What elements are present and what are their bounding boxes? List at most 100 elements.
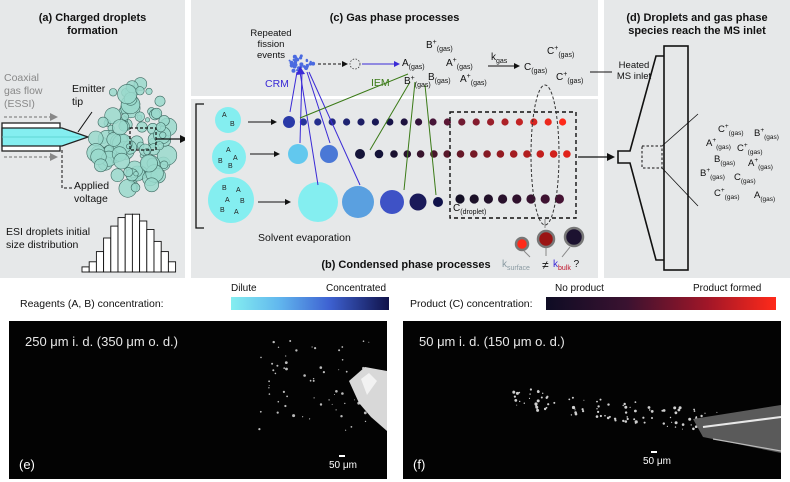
photo-f-spray-point	[553, 401, 556, 404]
row1-droplet	[386, 118, 394, 126]
panel-b-title-text: (b) Condensed phase processes	[321, 259, 491, 271]
fission-droplet	[309, 60, 312, 64]
photo-f-spray-point	[674, 421, 678, 425]
photo-f-spray-point	[671, 421, 673, 423]
photo-f-spray-point	[622, 404, 624, 407]
photo-e-spray-point	[283, 367, 286, 369]
reagents-legend-label: Reagents (A, B) concentration:	[20, 298, 164, 310]
photo-e-spray-point	[276, 411, 279, 414]
row1-droplet	[515, 118, 524, 126]
photo-e-spray-point	[276, 364, 279, 367]
photo-f-spray-point	[651, 417, 653, 419]
species-letter: B	[218, 158, 223, 165]
row2-droplet	[443, 150, 452, 158]
row3-droplet	[380, 190, 404, 214]
coaxial-line3: (ESSI)	[4, 98, 35, 110]
photo-e-spray-point	[338, 349, 341, 352]
photo-f-spray-point	[536, 390, 540, 393]
photo-f-spray-point	[574, 412, 578, 416]
photo-e-spray-point	[340, 415, 343, 418]
fission-droplet	[291, 68, 296, 73]
k-surface-sub: surface	[507, 265, 530, 272]
row1-droplet	[443, 118, 451, 126]
cloud-droplet	[145, 87, 153, 95]
photo-f-spray-point	[515, 391, 519, 395]
photo-f-spray-point	[529, 388, 532, 391]
photo-e-scale-bar	[339, 455, 345, 457]
cloud-droplet	[133, 171, 139, 177]
photo-e-spray-point	[312, 378, 315, 380]
photo-f-spray-point	[596, 400, 598, 403]
ms-a-plus-2: A+(gas)	[748, 157, 773, 171]
k-gas-sub: gas	[496, 58, 508, 65]
ms-inlet-zoom-line-2	[661, 167, 699, 207]
applied-voltage-label: Applied voltage	[74, 180, 109, 206]
droplet-rows	[283, 116, 571, 222]
photo-f-spray-point	[568, 398, 571, 401]
photo-f-spray-point	[674, 411, 678, 415]
cloud-droplet	[110, 168, 125, 182]
photo-e-scale-label: 50 μm	[329, 460, 357, 471]
photo-f-spray-point	[574, 409, 576, 411]
fission-droplet	[292, 63, 297, 67]
photo-f-spray-point	[704, 412, 706, 414]
cloud-droplet	[113, 152, 130, 170]
heated-ms-inlet-label: Heated MS inlet	[614, 60, 654, 82]
photo-e-spray-point	[286, 395, 288, 398]
iem-arrow-2	[369, 81, 411, 151]
photo-f-spray-point	[626, 417, 629, 421]
species-letter: B	[240, 198, 245, 205]
photo-e-spray-point	[260, 356, 262, 359]
start-droplet-large	[208, 177, 254, 223]
photo-e-spray-point	[271, 362, 274, 365]
iem-label: IEM	[371, 77, 390, 89]
product-zone-box	[449, 111, 577, 219]
row2-droplet	[523, 150, 531, 158]
panel-d-title-line2: species reach the MS inlet	[628, 25, 766, 37]
photo-f-label: (f)	[413, 457, 426, 472]
photo-f-spray-point	[599, 414, 602, 418]
cloud-droplet	[117, 84, 138, 105]
species-letter: B	[220, 207, 225, 214]
no-product-label: No product	[555, 283, 604, 294]
emitter-tip-label: Emitter tip	[72, 83, 105, 109]
row2-droplet	[390, 150, 398, 158]
applied-voltage-line	[61, 150, 72, 189]
size-distribution-label: ESI droplets initial size distribution	[6, 226, 90, 252]
photo-f-spray-point	[608, 415, 611, 418]
cloud-droplet	[130, 182, 141, 193]
heated-line2: MS inlet	[616, 71, 652, 82]
fission-droplet	[305, 66, 308, 69]
photo-e-spray-point	[319, 366, 323, 369]
gas-flow-arrowhead-top	[50, 113, 58, 121]
photo-e-spray-point	[285, 367, 288, 371]
coaxial-line1: Coaxial	[4, 72, 40, 84]
photo-f-spray-point	[528, 397, 531, 399]
crm-arrow-4	[299, 71, 319, 186]
photo-f-spray-point	[571, 405, 576, 410]
ms-a-1: A(gas)	[754, 190, 775, 203]
photo-f-spray-point	[634, 420, 638, 424]
photo-f-spray-point	[546, 395, 549, 398]
photo-f-spray-point	[647, 406, 651, 409]
c-droplet-label: C(droplet)	[453, 203, 486, 216]
row2-droplet	[470, 150, 478, 158]
photo-f-spray-point	[614, 419, 617, 422]
photo-f-spray-point	[596, 408, 598, 410]
photo-f-title: 50 μm i. d. (150 μm o. d.)	[419, 334, 565, 349]
photo-f-spray-point	[673, 406, 677, 410]
photo-f-spray-point	[678, 406, 682, 410]
c-droplet-sub: (droplet)	[460, 209, 487, 216]
cloud-droplet	[155, 122, 166, 133]
fission-droplet	[296, 69, 299, 72]
cloud-droplet	[159, 160, 169, 170]
photo-e-spray-point	[334, 394, 335, 395]
photo-f-spray-point	[649, 409, 651, 411]
k-surface-k: k	[502, 259, 507, 270]
photo-f-spray-point	[624, 405, 628, 409]
photo-e-spray-point	[295, 349, 298, 352]
voltage-line2: voltage	[74, 193, 108, 205]
photo-f-spray-point	[583, 399, 585, 401]
row1-droplet	[544, 118, 552, 126]
photo-f-spray-point	[513, 395, 516, 398]
